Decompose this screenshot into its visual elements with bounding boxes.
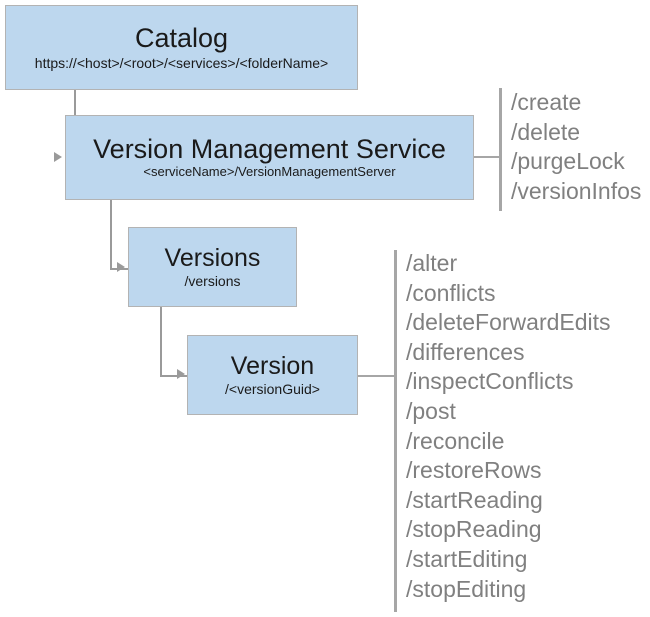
- bracket-stub-vms-operations: [474, 156, 501, 158]
- operation-item: /startReading: [406, 486, 543, 513]
- operation-item: /conflicts: [406, 279, 496, 306]
- connector-vms-to-versions-vertical: [110, 200, 112, 269]
- node-catalog-path: https://<host>/<root>/<services>/<folder…: [34, 54, 329, 71]
- node-version-title: Version: [230, 351, 315, 380]
- operation-item: /post: [406, 397, 456, 424]
- bracket-line-vms-operations: [499, 88, 502, 211]
- node-version: Version /<versionGuid>: [187, 335, 358, 415]
- bracket-line-version-operations: [394, 250, 397, 612]
- operation-item: /delete: [511, 118, 581, 145]
- node-versions-path: /versions: [184, 273, 241, 290]
- node-catalog: Catalog https://<host>/<root>/<services>…: [5, 5, 358, 90]
- node-catalog-title: Catalog: [134, 23, 229, 54]
- node-version-management-service: Version Management Service <serviceName>…: [65, 115, 474, 200]
- operation-list-version: /alter /conflicts /deleteForwardEdits /d…: [406, 249, 611, 604]
- operation-item: /reconcile: [406, 427, 505, 454]
- operation-item: /stopEditing: [406, 575, 527, 602]
- arrowhead-icon-vms-to-versions: [117, 262, 125, 272]
- node-versions: Versions /versions: [128, 227, 297, 307]
- operation-item: /create: [511, 89, 582, 115]
- node-version-management-service-path: <serviceName>/VersionManagementServer: [143, 164, 396, 180]
- node-version-management-service-title: Version Management Service: [93, 133, 446, 164]
- operation-item: /startEditing: [406, 545, 528, 572]
- operation-item: /alter: [406, 250, 458, 276]
- operation-item: /deleteForwardEdits: [406, 309, 611, 336]
- node-versions-title: Versions: [164, 243, 261, 272]
- arrowhead-icon-catalog-to-vms: [54, 152, 62, 162]
- bracket-stub-version-operations: [358, 375, 396, 377]
- operation-item: /inspectConflicts: [406, 368, 574, 395]
- operation-item: /restoreRows: [406, 457, 542, 484]
- connector-versions-to-version-vertical: [160, 307, 162, 376]
- operation-list-version-management-service: /create /delete /purgeLock /versionInfos: [511, 88, 641, 206]
- node-version-path: /<versionGuid>: [225, 381, 320, 398]
- operation-item: /differences: [406, 338, 525, 365]
- connector-versions-to-version-horizontal: [160, 375, 187, 377]
- operation-item: /stopReading: [406, 516, 542, 543]
- operation-item: /versionInfos: [511, 177, 642, 204]
- operation-item: /purgeLock: [511, 148, 625, 175]
- arrowhead-icon-versions-to-version: [177, 369, 185, 379]
